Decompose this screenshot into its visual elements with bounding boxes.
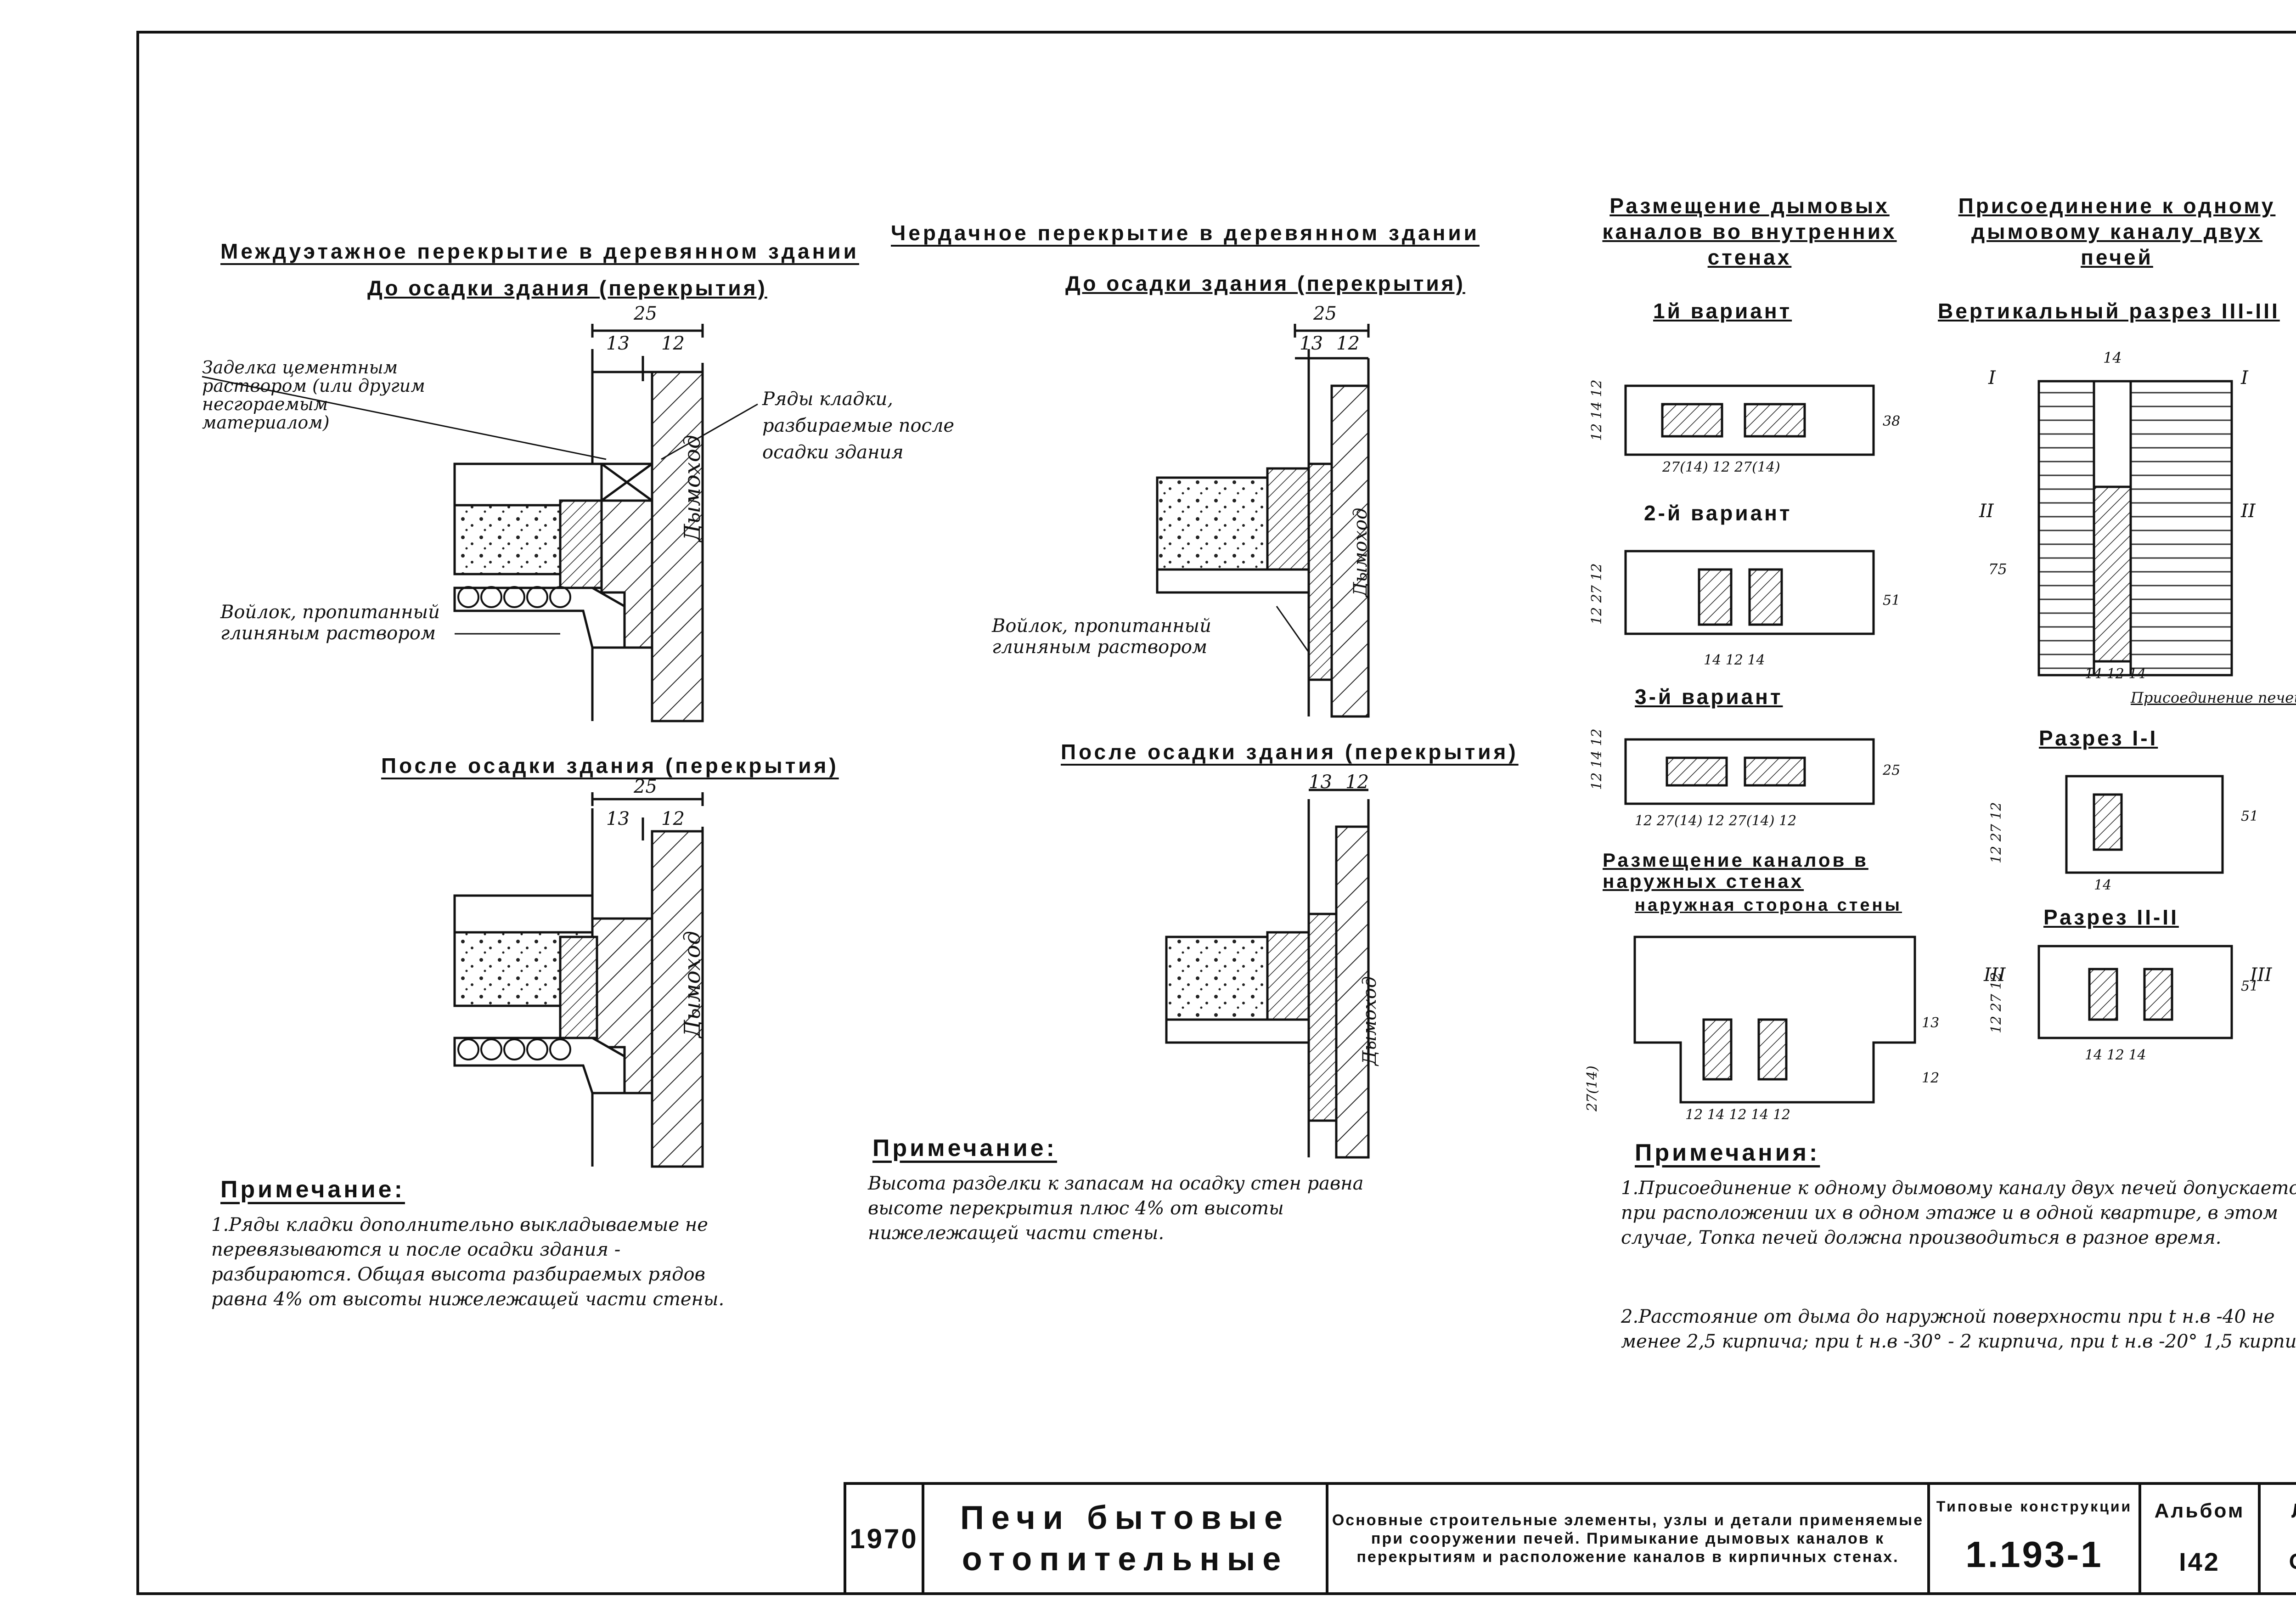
inter-floor-before-dim-right: 12 [661, 333, 685, 354]
two-stoves-dim-height: 75 [1988, 560, 2007, 578]
sec1-dim-height: 12 27 12 [1988, 802, 2004, 863]
inter-floor-before-dim-total: 25 [634, 303, 657, 324]
title-block-sheet-value: ОВ-6 [2259, 1539, 2296, 1584]
inter-floor-sealing-label: Заделка цементным раствором (или другим … [202, 357, 425, 433]
inter-floor-after-dim-left: 13 [606, 808, 630, 829]
two-stoves-dim-top: 14 [2103, 349, 2122, 367]
inter-floor-after-dim-total: 25 [634, 776, 657, 797]
v1-dim-height: 12 14 12 [1589, 379, 1605, 441]
inter-floor-rows-label: Ряды кладки, разбираемые после осадки зд… [762, 389, 955, 463]
inter-floor-felt-label: Войлок, пропитанный глиняным раствором [220, 602, 440, 644]
right-notes-title: Примечания: [1635, 1139, 1820, 1166]
mark-III-left: III [1984, 964, 2006, 986]
mark-I-right: I [2241, 367, 2248, 389]
v1-dim-side: 38 [1883, 413, 1901, 429]
outer-walls-dim-right-top: 13 [1922, 1015, 1940, 1031]
attic-before-dim-left: 13 [1300, 333, 1323, 354]
inter-floor-before-dim-left: 13 [606, 333, 630, 354]
sec1-dim-width: 14 [2094, 877, 2112, 893]
mark-II-right: II [2241, 501, 2256, 522]
attic-after-dim-left: 13 [1309, 772, 1332, 793]
inner-walls-variant-3: 3-й вариант [1635, 685, 1783, 709]
two-stoves-drawing [2037, 380, 2233, 1039]
sec1-dim-side: 51 [2241, 808, 2259, 824]
inner-walls-title: Размещение дымовых каналов во внутренних… [1602, 194, 1897, 269]
section-2-title: Разрез II-II [2043, 905, 2179, 929]
v3-dim-width: 12 27(14) 12 27(14) 12 [1635, 813, 1797, 829]
v3-dim-side: 25 [1883, 762, 1901, 778]
title-block-album-label: Альбом [2154, 1500, 2245, 1522]
vertical-section-title: Вертикальный разрез III-III [1938, 299, 2280, 323]
attic-before-dim-total: 25 [1313, 303, 1337, 324]
mark-II-left: II [1979, 501, 1994, 522]
v1-dim-width: 27(14) 12 27(14) [1662, 459, 1780, 475]
title-block-album-value: I42 [2179, 1547, 2220, 1576]
v2-dim-side: 51 [1883, 592, 1901, 609]
inner-walls-variant-2: 2-й вариант [1644, 501, 1792, 525]
attic-note-title: Примечание: [872, 1135, 1057, 1162]
sec2-dim-side: 51 [2241, 978, 2259, 994]
right-note-1: 1.Присоединение к одному дымовому каналу… [1621, 1178, 2296, 1248]
v2-dim-width: 14 12 14 [1704, 652, 1765, 668]
attic-after-title: После осадки здания (перекрытия) [1061, 740, 1519, 764]
section-1-title: Разрез I-I [2039, 726, 2158, 750]
title-block-series: Печи бытовые отопительные [960, 1500, 1290, 1578]
title-block-type-label: Типовые конструкции [1936, 1498, 2133, 1515]
attic-before-dim-right: 12 [1336, 333, 1360, 354]
inter-floor-after-flue-label: Дымоход [680, 930, 705, 1038]
outer-walls-dim-left: 27(14) [1584, 1066, 1600, 1111]
attic-after-dim-right: 12 [1345, 772, 1369, 793]
attic-title: Чердачное перекрытие в деревянном здании [891, 221, 1480, 245]
attic-after-drawing [1165, 789, 1370, 1159]
inter-floor-before-flue-label: Дымоход [680, 434, 705, 542]
outer-walls-title: Размещение каналов в наружных стенах [1603, 849, 1868, 892]
title-block-year: 1970 [850, 1523, 918, 1554]
attic-after-flue-label: Дымоход [1359, 976, 1380, 1066]
title-block-type-code: 1.193-1 [1965, 1534, 2103, 1575]
inter-floor-before-title: До осадки здания (перекрытия) [367, 276, 767, 300]
stove-connection-label: Присоединение печей [2131, 689, 2296, 706]
two-stoves-dim-bottom: 14 12 14 [2085, 666, 2146, 682]
inter-floor-note-text: 1.Ряды кладки дополнительно выкладываемы… [211, 1214, 725, 1310]
inter-floor-note-title: Примечание: [220, 1176, 405, 1203]
mark-I-left: I [1988, 367, 1996, 389]
inter-floor-after-dim-right: 12 [661, 808, 685, 829]
two-stoves-title: Присоединение к одному дымовому каналу д… [1958, 194, 2276, 269]
outer-walls-subtitle: наружная сторона стены [1635, 896, 1902, 915]
attic-before-title: До осадки здания (перекрытия) [1065, 271, 1465, 295]
outer-walls-dim-right-bottom: 12 [1922, 1070, 1940, 1086]
inter-floor-after-title: После осадки здания (перекрытия) [381, 754, 839, 778]
v3-dim-height: 12 14 12 [1589, 728, 1605, 790]
sec2-dim-width: 14 12 14 [2085, 1047, 2146, 1063]
title-block-sheet-label: Лист [2259, 1493, 2296, 1529]
inner-walls-variants-drawing [1624, 384, 1875, 805]
inner-walls-variant-1: 1й вариант [1653, 299, 1792, 323]
inter-floor-before-drawing [202, 324, 758, 722]
outer-walls-dim-width: 12 14 12 14 12 [1685, 1107, 1791, 1123]
attic-before-drawing [1156, 324, 1370, 718]
v2-dim-height: 12 27 12 [1589, 563, 1605, 625]
attic-note-text: Высота разделки к запасам на осадку стен… [868, 1173, 1364, 1244]
right-note-2: 2.Расстояние от дыма до наружной поверхн… [1621, 1306, 2296, 1352]
inter-floor-after-drawing [453, 792, 704, 1168]
inter-floor-title: Междуэтажное перекрытие в деревянном зда… [220, 239, 859, 263]
title-block [844, 1482, 2296, 1595]
outer-walls-drawing [1633, 936, 1916, 1104]
attic-before-flue-label: Дымоход [1350, 507, 1371, 597]
attic-felt-label: Войлок, пропитанный глиняным раствором [992, 615, 1211, 658]
mark-III-right: III [2250, 964, 2272, 986]
title-block-description: Основные строительные элементы, узлы и д… [1332, 1511, 1924, 1566]
